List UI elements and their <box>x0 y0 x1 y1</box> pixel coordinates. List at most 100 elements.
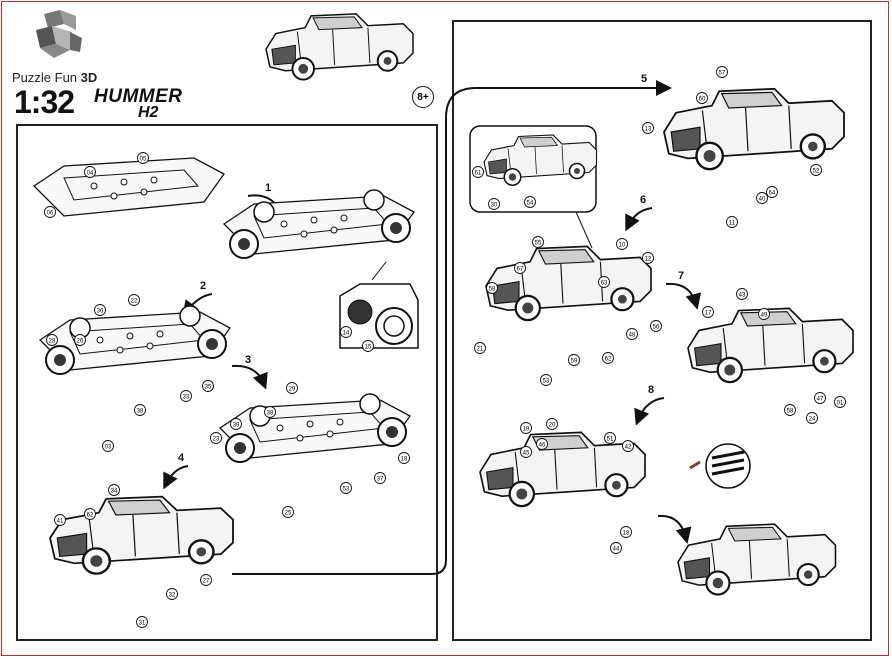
part-number-label: 44 <box>610 542 622 554</box>
part-number-label: 10 <box>616 238 628 250</box>
part-number-text: 25 <box>285 511 292 517</box>
part-number-text: 49 <box>761 313 768 319</box>
part-number-label: 37 <box>374 472 386 484</box>
part-number-label: 18 <box>398 452 410 464</box>
part-number-text: 43 <box>739 293 746 299</box>
part-number-text: 27 <box>203 579 210 585</box>
part-number-text: 62 <box>87 513 94 519</box>
part-number-text: 23 <box>213 437 220 443</box>
part-number-label: 32 <box>166 588 178 600</box>
part-number-label: 34 <box>108 484 120 496</box>
part-number-label: 61 <box>472 166 484 178</box>
part-number-label: 01 <box>834 396 846 408</box>
part-number-label: 05 <box>137 152 149 164</box>
scale-label: 1:32 <box>14 84 75 120</box>
part-number-label: 40 <box>756 192 768 204</box>
part-number-label: 17 <box>702 306 714 318</box>
step-number-1: 1 <box>265 182 272 194</box>
part-number-label: 25 <box>282 506 294 518</box>
part-number-text: 54 <box>527 201 534 207</box>
part-number-text: 05 <box>140 157 147 163</box>
part-number-text: 19 <box>523 427 530 433</box>
part-number-text: 51 <box>607 437 614 443</box>
part-number-text: 57 <box>719 71 726 77</box>
part-number-text: 32 <box>169 593 176 599</box>
part-number-label: 51 <box>604 432 616 444</box>
part-number-label: 18 <box>620 526 632 538</box>
part-number-text: 18 <box>623 531 630 537</box>
part-number-label: 06 <box>44 206 56 218</box>
part-number-label: 19 <box>520 422 532 434</box>
part-number-text: 21 <box>477 347 484 353</box>
brand-line: Puzzle Fun 3D <box>12 70 97 85</box>
part-number-text: 53 <box>343 487 350 493</box>
step-number-4: 4 <box>178 452 185 464</box>
part-number-text: 31 <box>139 621 146 627</box>
part-number-label: 30 <box>488 198 500 210</box>
part-number-label: 33 <box>180 390 192 402</box>
part-number-label: 20 <box>546 418 558 430</box>
part-number-text: 52 <box>813 169 820 175</box>
part-number-text: 01 <box>837 401 844 407</box>
part-number-label: 41 <box>54 514 66 526</box>
part-number-label: 11 <box>726 216 738 228</box>
part-number-label: 52 <box>810 164 822 176</box>
brand-prefix: Puzzle Fun <box>12 70 78 85</box>
part-number-text: 46 <box>539 443 546 449</box>
part-number-text: 06 <box>47 211 54 217</box>
part-number-label: 31 <box>136 616 148 628</box>
part-number-text: 14 <box>343 331 350 337</box>
part-number-text: 45 <box>523 451 530 457</box>
detail-callout-5 <box>469 125 598 249</box>
part-number-text: 58 <box>489 287 496 293</box>
part-number-text: 18 <box>401 457 408 463</box>
part-number-label: 56 <box>650 320 662 332</box>
part-number-label: 53 <box>340 482 352 494</box>
part-number-text: 37 <box>377 477 384 483</box>
step-number-5: 5 <box>641 73 648 85</box>
part-number-label: 15 <box>362 340 374 352</box>
part-number-label: 22 <box>128 294 140 306</box>
logo-icon <box>30 8 86 64</box>
part-number-text: 03 <box>105 445 112 451</box>
detail-callout-8 <box>689 443 751 489</box>
part-number-text: 15 <box>365 345 372 351</box>
part-number-text: 11 <box>729 221 736 227</box>
part-number-text: 30 <box>491 203 498 209</box>
part-number-label: 62 <box>84 508 96 520</box>
part-number-label: 54 <box>524 196 536 208</box>
part-number-label: 62 <box>602 352 614 364</box>
part-number-label: 55 <box>532 236 544 248</box>
part-number-text: 44 <box>613 547 620 553</box>
part-number-label: 53 <box>540 374 552 386</box>
part-number-label: 23 <box>210 432 222 444</box>
part-number-label: 49 <box>758 308 770 320</box>
part-number-text: 56 <box>653 325 660 331</box>
part-number-text: 13 <box>645 127 652 133</box>
step-number-3: 3 <box>245 354 252 366</box>
model-name: HUMMER <box>94 86 183 107</box>
part-number-text: 20 <box>549 423 556 429</box>
age-badge: 8+ <box>412 86 434 108</box>
part-number-text: 59 <box>571 359 578 365</box>
part-number-text: 33 <box>183 395 190 401</box>
part-number-label: 12 <box>642 252 654 264</box>
part-number-text: 17 <box>705 311 712 317</box>
part-number-label: 24 <box>806 412 818 424</box>
part-number-text: 48 <box>629 333 636 339</box>
part-number-label: 47 <box>814 392 826 404</box>
part-number-label: 28 <box>46 334 58 346</box>
part-number-text: 38 <box>137 409 144 415</box>
part-number-text: 60 <box>699 97 706 103</box>
part-number-text: 26 <box>77 339 84 345</box>
part-number-label: 43 <box>736 288 748 300</box>
part-number-label: 29 <box>286 382 298 394</box>
part-number-label: 36 <box>94 304 106 316</box>
step-number-7: 7 <box>678 270 685 282</box>
part-number-text: 34 <box>111 489 118 495</box>
step-number-8: 8 <box>648 384 655 396</box>
part-number-text: 29 <box>289 387 296 393</box>
part-number-text: 04 <box>87 171 94 177</box>
